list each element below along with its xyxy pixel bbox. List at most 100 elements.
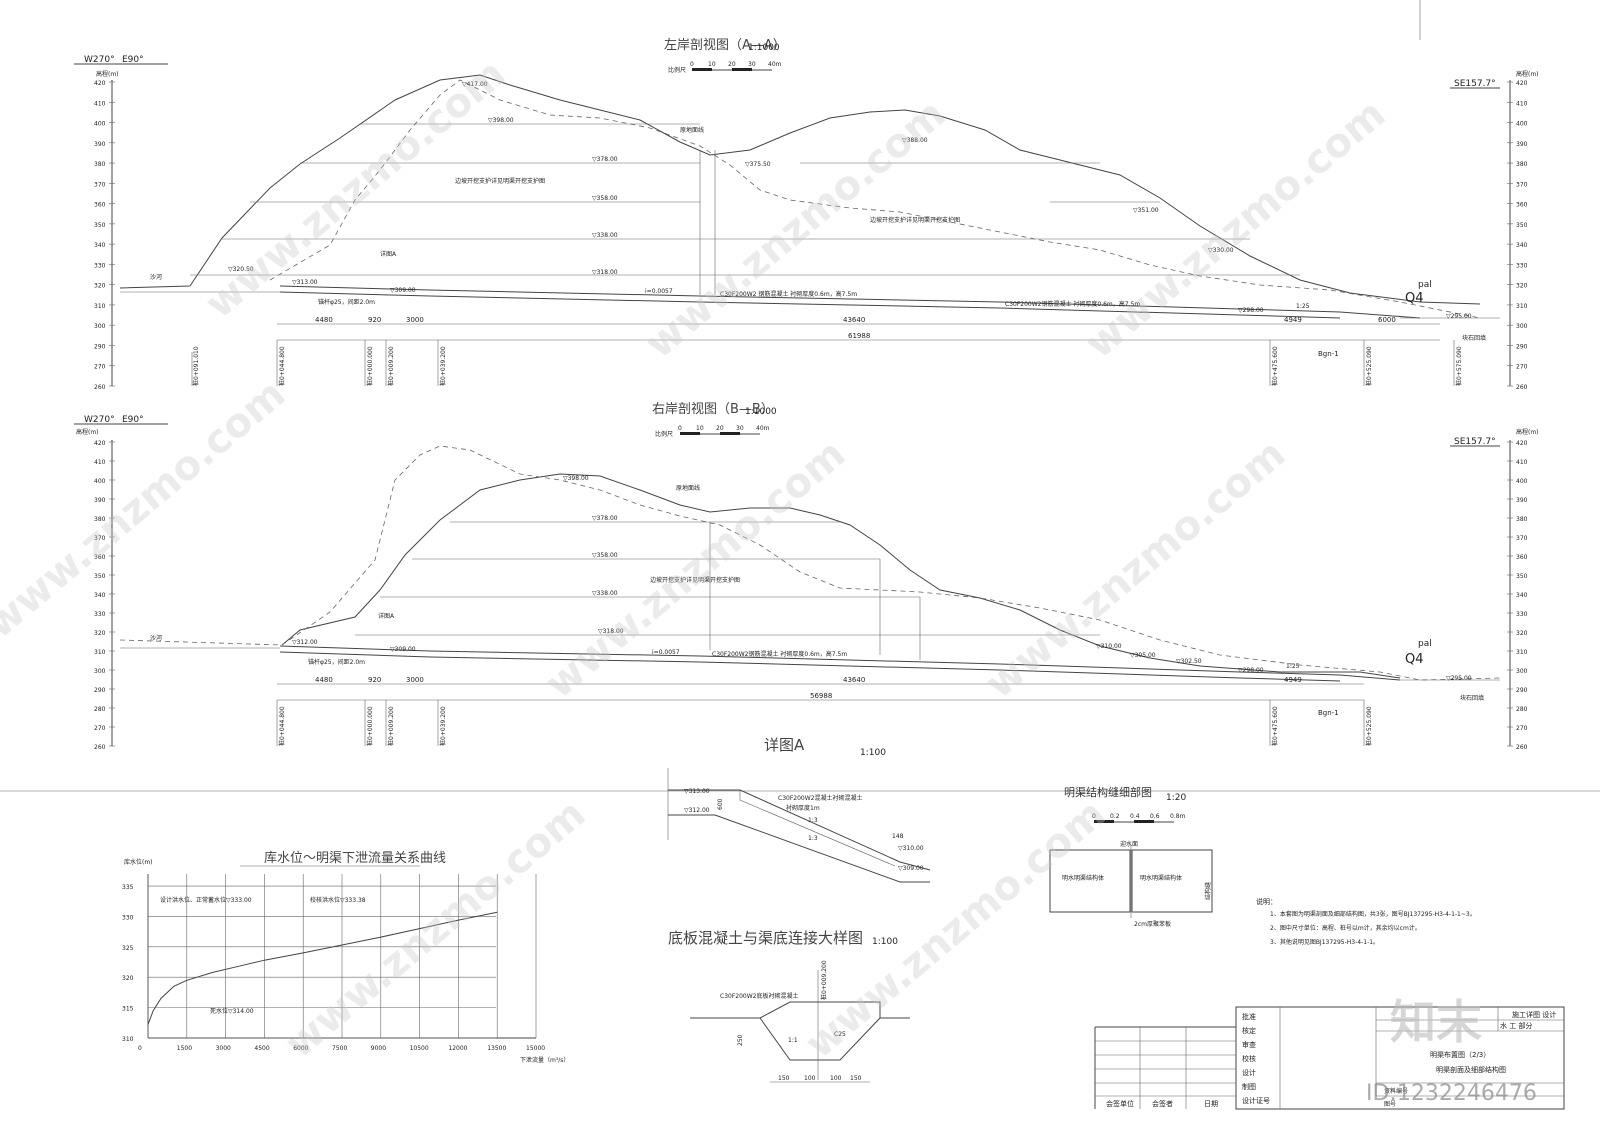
elev-tick-label: 390 (94, 497, 106, 504)
level: ▽295.00 (1446, 675, 1472, 682)
section-a-notes: 沙河 原地面线 C30F200W2 钢筋混凝土 衬砌厚度0.6m，高7.5m C… (150, 81, 1486, 358)
note: i=0.0057 (652, 649, 680, 656)
level: ▽318.00 (592, 269, 618, 276)
elev-tick-label: 390 (94, 141, 106, 148)
sb-tick: 10 (708, 61, 716, 68)
slope: 1:3 (808, 835, 818, 842)
section-a-excavation-line (269, 79, 1481, 319)
elev-tick-label: 310 (94, 303, 106, 310)
elev-label-right: 高程(m) (1516, 70, 1539, 78)
section-a-scale: 1:1000 (748, 43, 780, 53)
title-block: 批准 核定 审查 校核 设计 制图 设计证号 施工详图 设计 水 工 部分 明渠… (1094, 1006, 1565, 1110)
elev-tick-label: 410 (1516, 459, 1528, 466)
elev-tick-label: 270 (94, 725, 106, 732)
dir-right: SE157.7° (1454, 79, 1496, 89)
station: 桩0+475.600 (1271, 346, 1279, 386)
note: 迎水面 (1120, 840, 1138, 848)
dim: 3000 (406, 676, 424, 684)
chart-ylabel: 库水位(m) (124, 858, 153, 866)
dim: 6000 (1378, 316, 1396, 324)
note: 结构缝 (1204, 882, 1212, 900)
note: 原地面线 (680, 126, 704, 134)
note: 明水明渠结构体 (1140, 874, 1182, 882)
elev-tick-label: 370 (1516, 535, 1528, 542)
chart-y-tick: 320 (122, 975, 134, 982)
elev-tick-label: 410 (94, 100, 106, 107)
station: 桩0+039.200 (439, 706, 447, 746)
watermark-text: www.znzmo.com (277, 791, 594, 1068)
scale-seg (720, 432, 740, 435)
section-a-title: 左岸剖视图（A—A） (664, 38, 786, 53)
dir-left: W270° (84, 415, 115, 425)
elev-tick-label: 300 (1516, 323, 1528, 330)
dim: 61988 (848, 332, 870, 340)
joint-title: 明渠结构缝细部图 (1064, 785, 1152, 799)
elev-tick-label: 280 (1516, 706, 1528, 713)
chart-x-tick: 12000 (448, 1045, 467, 1052)
level: ▽305.00 (1130, 652, 1156, 659)
elev-tick-label: 290 (1516, 687, 1528, 694)
tb-sign-label: 会签单位 (1106, 1099, 1134, 1108)
dim: 148 (892, 833, 904, 840)
note: 衬砌厚度1m (786, 804, 820, 812)
note: Bgn-1 (1318, 709, 1339, 717)
station: 桩0+044.800 (278, 706, 286, 746)
level: ▽417.00 (462, 81, 488, 88)
note: C25 (834, 1031, 846, 1038)
level: ▽312.00 (684, 807, 710, 814)
elev-tick-label: 330 (1516, 611, 1528, 618)
note: Q4 (1405, 291, 1424, 306)
base-detail-scale: 1:100 (872, 937, 898, 947)
scale-seg (680, 432, 700, 435)
dim: 150 (778, 1075, 790, 1082)
section-b: 右岸剖视图（B—B） 1:1000 比例尺 0 10 20 30 40m W27… (74, 402, 1539, 751)
note: 沙河 (150, 634, 162, 642)
note: 1:25 (1296, 303, 1310, 310)
level: ▽398.00 (488, 117, 514, 124)
dim: 920 (368, 676, 381, 684)
elev-tick-label: 380 (1516, 161, 1528, 168)
elev-tick-label: 370 (94, 181, 106, 188)
chart-xlabel: 下泄流量（m³/s） (520, 1056, 569, 1064)
note: 块石回填 (1462, 334, 1486, 342)
station: 桩0+525.090 (1365, 346, 1373, 386)
dim: 250 (737, 1034, 744, 1046)
station: 桩0+009.200 (387, 706, 395, 746)
elev-tick-label: 420 (94, 80, 106, 87)
elev-tick-label: 370 (94, 535, 106, 542)
elev-tick-label: 270 (1516, 725, 1528, 732)
sb-tick: 30 (748, 61, 756, 68)
watermark-id: ID:1232246476 (1366, 1081, 1537, 1106)
level: ▽302.50 (1176, 658, 1202, 665)
tb-drawing-title: 明渠剖面及细部结构图 (1436, 1065, 1506, 1074)
dim: 100 (804, 1075, 816, 1082)
sb-tick: 0 (1092, 813, 1096, 820)
note: 沙河 (150, 273, 162, 281)
note: 边坡开挖支护详见明渠开挖支护图 (650, 576, 740, 584)
elev-tick-label: 420 (1516, 440, 1528, 447)
chart-y-tick: 315 (122, 1006, 134, 1013)
section-b-original-ground (281, 473, 1401, 679)
station: 桩0+000.000 (366, 346, 374, 386)
station: 桩0+000.000 (366, 706, 374, 746)
sb-tick: 20 (728, 61, 736, 68)
section-b-title: 右岸剖视图（B—B） (652, 402, 774, 417)
chart-x-tick: 0 (138, 1045, 142, 1052)
tb-drawing-sub: 明渠布置图（2/3） (1430, 1050, 1490, 1059)
watermark-text: www.znzmo.com (197, 51, 514, 328)
chart-y-tick: 310 (122, 1036, 134, 1043)
section-a-scale-bar: 0 10 20 30 40m (690, 61, 782, 71)
level: ▽310.00 (898, 845, 924, 852)
elev-tick-label: 420 (1516, 80, 1528, 87)
chart-x-tick: 9000 (371, 1045, 386, 1052)
elev-tick-label: 310 (1516, 649, 1528, 656)
watermark: www.znzmo.com www.znzmo.com www.znzmo.co… (0, 51, 1537, 1106)
elev-tick-label: 400 (94, 121, 106, 128)
slope: 1:3 (808, 817, 818, 824)
detail-a: 详图A 1:100 ▽313.00 ▽312.00 C30F200W2混凝土衬砌… (667, 736, 931, 883)
note: Bgn-1 (1318, 350, 1339, 358)
elev-tick-label: 300 (1516, 668, 1528, 675)
level: ▽309.00 (390, 287, 416, 294)
level: ▽309.00 (898, 865, 924, 872)
